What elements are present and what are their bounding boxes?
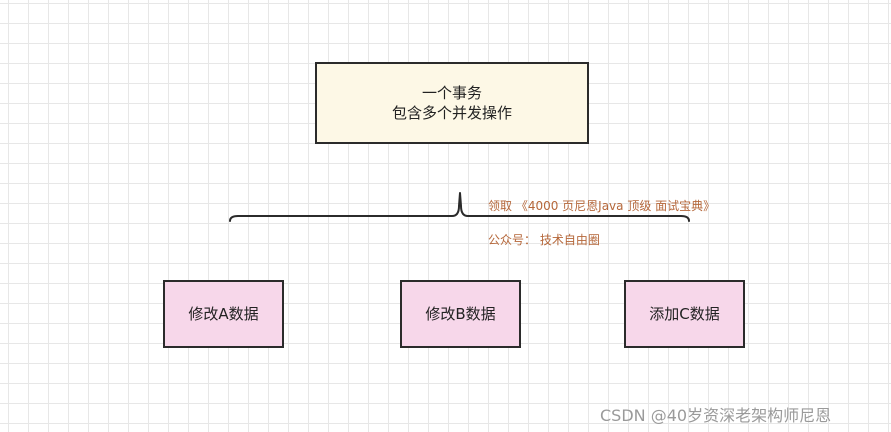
watermark: CSDN @40岁资深老架构师尼恩 <box>600 406 832 425</box>
annotation-line-1: 领取 《4000 页尼恩Java 顶级 面试宝典》 <box>488 199 716 213</box>
operation-label-b: 修改B数据 <box>425 305 496 323</box>
operation-box-c: 添加C数据 <box>624 280 745 348</box>
transaction-title: 一个事务 <box>421 84 482 102</box>
operation-label-c: 添加C数据 <box>649 305 720 323</box>
operation-label-a: 修改A数据 <box>188 305 259 323</box>
operation-box-b: 修改B数据 <box>400 280 521 348</box>
annotation-line-2: 公众号： 技术自由圈 <box>488 233 600 247</box>
transaction-box: 一个事务 包含多个并发操作 <box>315 62 589 144</box>
operation-box-a: 修改A数据 <box>163 280 284 348</box>
transaction-subtitle: 包含多个并发操作 <box>391 104 512 122</box>
